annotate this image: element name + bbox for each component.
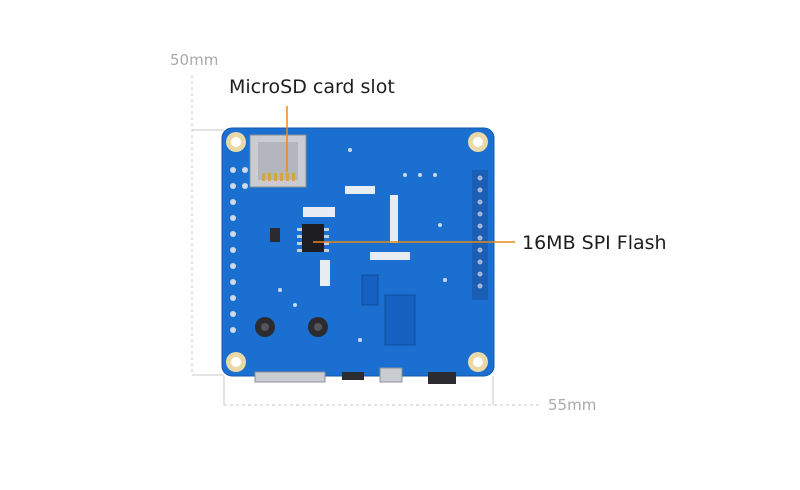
microsd-slot-label: MicroSD card slot <box>229 76 395 98</box>
spi-flash-chip <box>297 207 335 252</box>
microsd-card-slot <box>249 134 307 188</box>
board-pcb <box>221 127 495 384</box>
mounting-holes <box>226 132 488 372</box>
left-pin-column <box>230 167 248 333</box>
bottom-connectors <box>254 367 456 384</box>
board-components <box>255 148 447 346</box>
height-dimension-label: 50mm <box>170 51 219 69</box>
right-pin-header <box>472 170 488 300</box>
spi-flash-label: 16MB SPI Flash <box>522 232 667 254</box>
dimension-lines <box>191 75 540 406</box>
width-dimension-label: 55mm <box>548 396 597 414</box>
leader-lines <box>286 106 515 243</box>
